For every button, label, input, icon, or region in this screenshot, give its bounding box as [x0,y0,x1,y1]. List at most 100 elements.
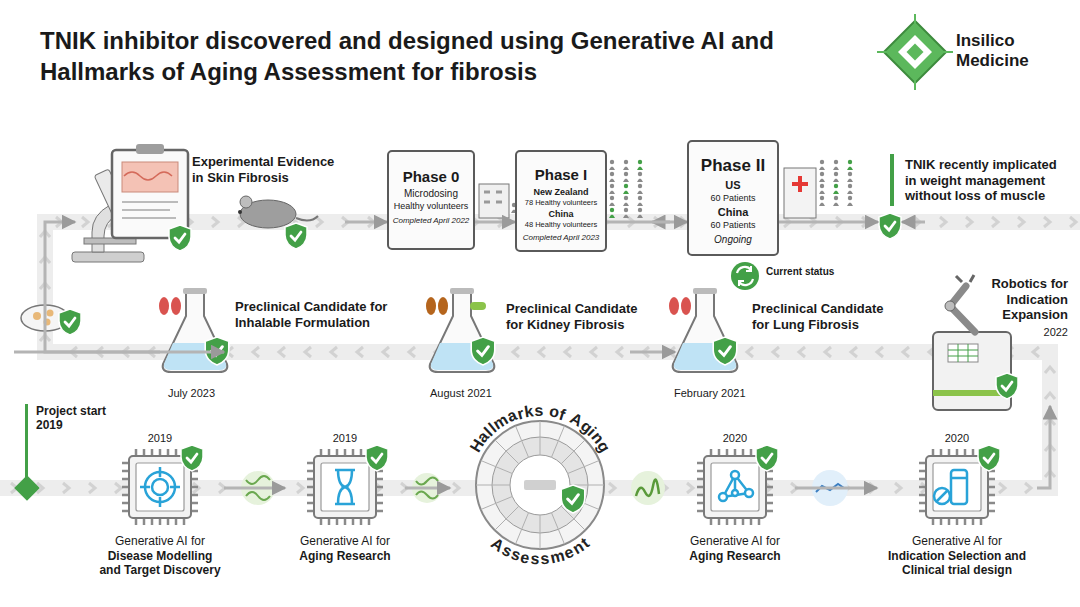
connector-icons [636,480,659,496]
mouse [238,210,242,214]
arc-letter: k [523,403,535,420]
flask-icons [159,288,737,372]
people-icons [609,215,615,219]
flask-icons [673,292,738,372]
status-note: Current status [766,266,856,278]
flask-icons [438,297,448,315]
people-icons [609,203,615,207]
people-icons [833,191,839,195]
chevron [591,347,597,357]
timeline-arrow [405,487,450,490]
people-icons [847,167,853,171]
node-text: China [718,206,749,219]
petri-dish [47,310,54,317]
chevron [999,483,1005,493]
people-icons [638,184,642,188]
check-shields [978,445,1000,471]
node-text: 78 Healthy volunteers [525,198,598,207]
people-icons [610,184,614,188]
chevron [1033,347,1039,357]
project-start-marker [14,404,39,501]
timeline-step: Experimental Evidence in Skin Fibrosis [75,140,345,255]
node-text: August 2021 [430,387,492,400]
people-icons [834,184,838,188]
timeline-step: Robotics for Indication Expansion 2022 [925,276,1070,406]
people-icons [819,203,825,207]
timeline-step: Preclinical Candidate for Inhalable Form… [160,285,407,400]
chevron [305,347,311,357]
people-icons [610,196,614,200]
people-icons [637,167,643,171]
node-text: 2022 [1044,326,1068,339]
chip-icons [719,493,727,501]
chip-icons [951,477,967,480]
flask-icons [669,297,679,315]
company-logo [884,21,946,83]
mouse [296,216,318,221]
timeline-arrow [607,221,687,224]
node-text: February 2021 [674,387,746,400]
chevron [1025,483,1031,493]
hallmarks-wheel [551,513,564,544]
hallmarks-wheel [495,440,519,464]
hallmarks-wheel [495,506,519,530]
arc-letter: e [519,549,532,567]
node-text: 60 Patients [710,220,755,231]
node-text: Hallmarks of Aging [450,395,630,485]
hallmarks-wheel [510,455,570,515]
hallmarks-wheel [516,513,529,544]
people-icons [624,160,628,164]
chip-icons [335,470,355,504]
chevron [513,347,519,357]
people-icons [624,172,628,176]
check-shields [59,309,81,335]
people-icons [624,196,628,200]
people-icons [820,172,824,176]
node-text: 60 Patients [710,193,755,204]
chip-icons [731,471,739,479]
robot-arm [945,301,955,311]
company-logo [877,14,953,90]
people-icons [847,203,853,207]
flask-icons [171,297,181,315]
robot-arm [956,275,974,282]
skin-clipboard [122,202,178,218]
chevron [297,483,303,493]
people-icons [820,184,824,188]
check-shields [181,445,203,471]
chevron [799,347,805,357]
check-shields [169,225,191,251]
node-text: Generative AI for [912,534,1002,548]
chevron [82,217,88,227]
chevron [1018,217,1024,227]
people-icons [624,184,628,188]
flask-icons [470,302,486,310]
hallmarks-wheel [516,426,529,457]
people-icons [623,203,629,207]
node-text: Microdosing [404,188,458,200]
chevron [453,483,459,493]
node-text: Assessment [450,485,630,575]
robot-arm [948,344,978,362]
arc-letter: s [534,403,544,419]
node-text: Indication Selection and Clinical trial … [877,549,1037,578]
people-icons [637,215,643,219]
building [484,192,502,202]
people-icons [819,179,825,183]
node-text: Ongoing [714,234,752,246]
people-icons [833,179,839,183]
company-logo [898,35,932,69]
node-text: Experimental Evidence in Skin Fibrosis [192,154,342,185]
hospital [784,168,816,218]
chevron [63,483,69,493]
chevron [773,347,779,357]
people-icons [610,172,614,176]
people-icons [819,167,825,171]
flask-icons [159,297,169,315]
phase-clipboard: Phase INew Zealand78 Healthy volunteersC… [515,150,607,252]
node-text: Robotics for Indication Expansion [956,276,1068,323]
chevron [89,483,95,493]
timeline-step: Project start 2019 [14,404,124,433]
hallmarks-wheel [524,480,556,490]
